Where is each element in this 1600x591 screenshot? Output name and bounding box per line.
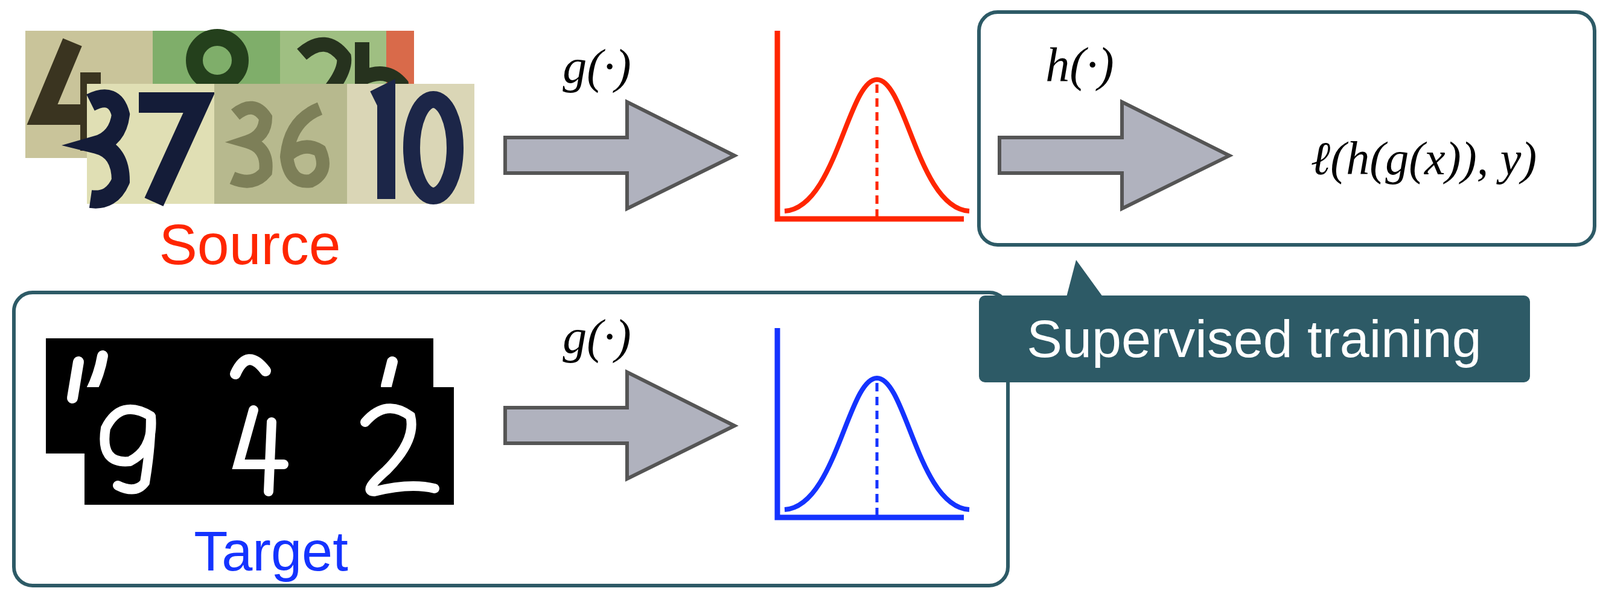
domain-label: Source [158,211,341,278]
h-arrow [999,101,1230,209]
source-images [347,83,475,204]
source-images [194,37,241,84]
source-distribution [875,84,879,218]
source-images [138,102,200,203]
target-images [365,408,435,492]
target-images [386,362,393,387]
source-images [232,108,267,182]
source-images [214,83,348,204]
target-distribution [875,383,879,517]
callout-text: Supervised training [1026,308,1482,370]
g-arrow [505,101,735,209]
target-images [238,410,284,492]
source-images [286,108,323,182]
target-distribution [777,328,970,518]
target-images [235,359,266,375]
callout-pointer [1065,260,1105,300]
target-images [84,387,454,506]
source-images [25,30,475,204]
source-images [374,93,387,200]
training-box: h(·) ℓ(h(g(x)), y) [977,10,1597,247]
function-label: h(·) [1045,36,1114,93]
domain-label: Target [193,520,349,585]
target-images [104,409,151,491]
target-box: Target [12,290,1010,588]
callout-box: Supervised training [978,295,1530,383]
function-label: g(·) [562,309,631,365]
source-images [90,98,121,200]
g-arrow [505,372,735,480]
source-images [86,83,215,204]
source-distribution [777,30,970,220]
loss-formula: ℓ(h(g(x)), y) [1310,131,1538,186]
source-images [411,99,456,197]
target-images [45,338,454,506]
function-label: g(·) [562,38,631,95]
